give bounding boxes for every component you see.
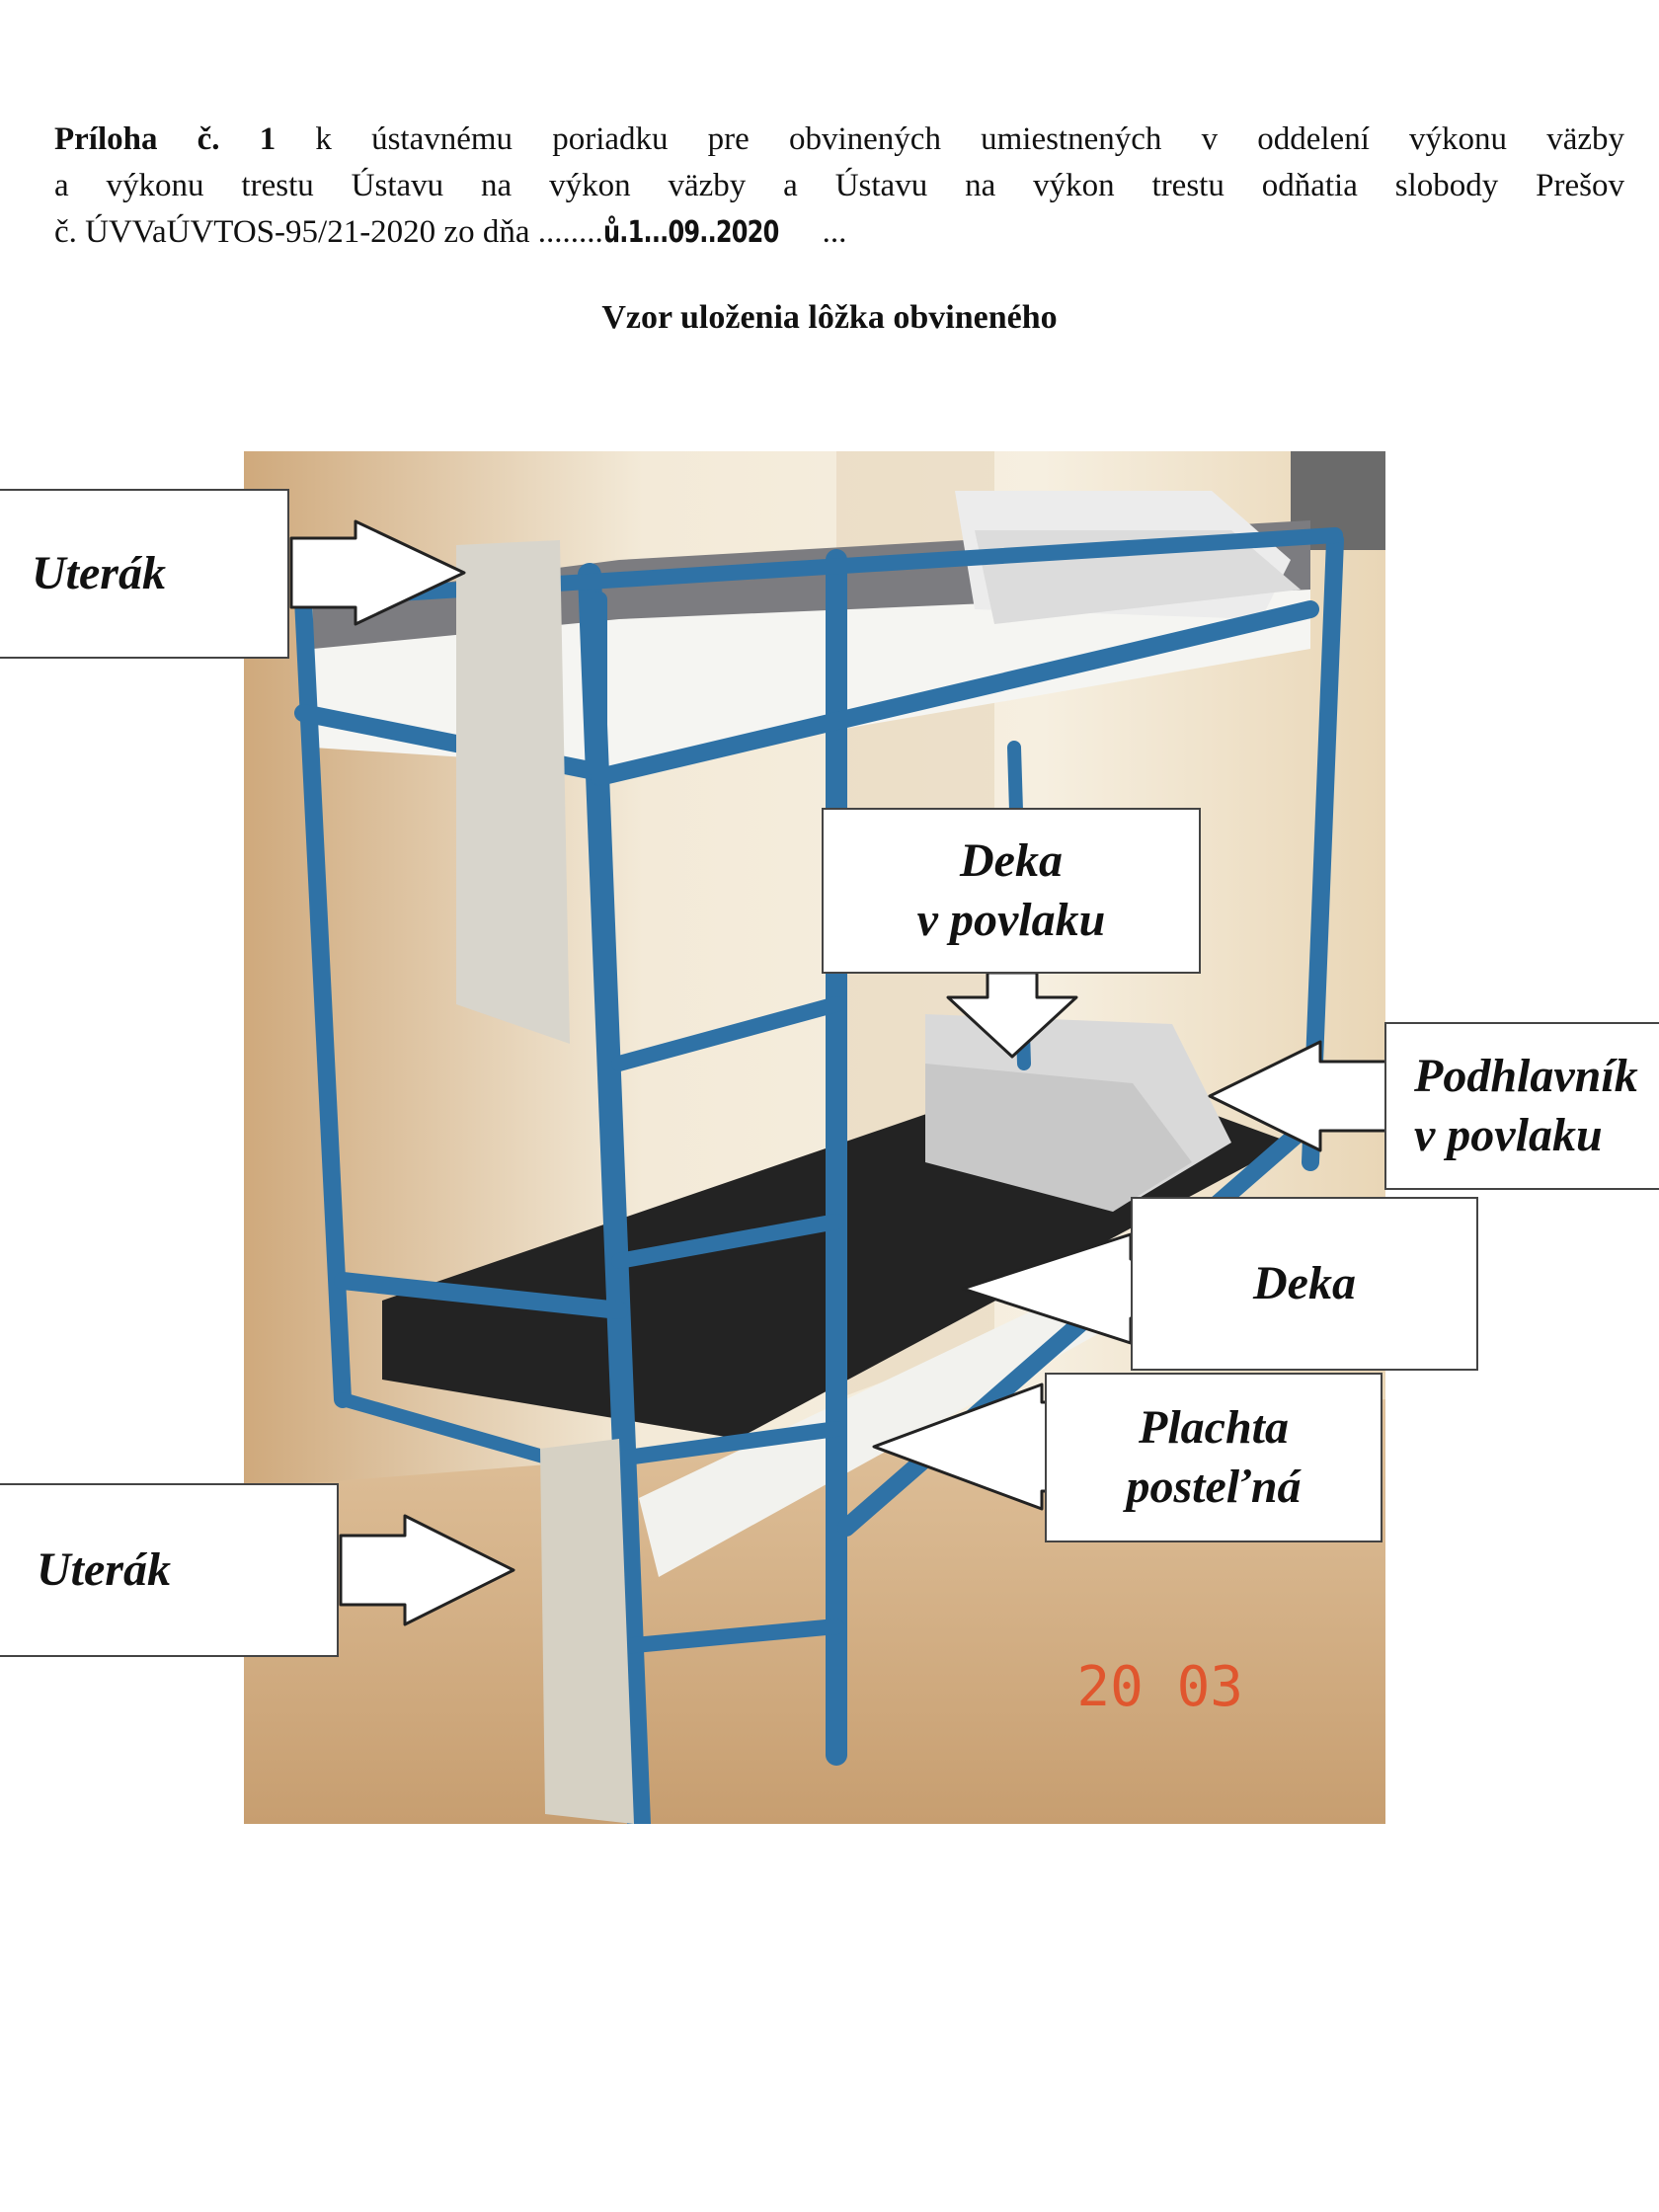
label-blanket-in-cover-line1: Deka (960, 834, 1063, 887)
label-blanket-in-cover: Deka v povlaku (822, 808, 1201, 974)
photo-date-stamp: 20 03 (1076, 1655, 1243, 1719)
top-towel-shape (456, 540, 570, 1044)
label-pillow-in-cover: Podhlavník v povlaku (1384, 1022, 1659, 1190)
label-towel-top: Uterák (0, 489, 289, 659)
header-line-1: Príloha č. 1 k ústavnému poriadku pre ob… (54, 117, 1624, 163)
label-towel-top-text: Uterák (32, 547, 166, 599)
bottom-towel-shape (540, 1439, 634, 1824)
label-sheet-line2: posteľná (1126, 1461, 1302, 1513)
label-pillow-line1: Podhlavník (1414, 1050, 1638, 1102)
label-towel-bottom: Uterák (0, 1483, 339, 1657)
annex-label: Príloha č. 1 (54, 121, 276, 157)
bunk-bed-photo: 20 03 (244, 451, 1385, 1824)
header-line-3: č. ÚVVaÚVTOS-95/21-2020 zo dňa ........ů… (54, 209, 1624, 256)
header-line-3-end: ... (822, 214, 847, 250)
header-line-2: a výkonu trestu Ústavu na výkon väzby a … (54, 168, 1624, 203)
label-towel-bottom-text: Uterák (37, 1543, 171, 1596)
label-sheet-line1: Plachta (1139, 1401, 1289, 1454)
page-title: Vzor uloženia lôžka obvineného (601, 299, 1058, 336)
bottom-pillow-2 (925, 1064, 1192, 1212)
header-line-1-text: k ústavnému poriadku pre obvinených umie… (276, 121, 1624, 157)
label-pillow-line2: v povlaku (1414, 1109, 1603, 1161)
header-line-3-text: č. ÚVVaÚVTOS-95/21-2020 zo dňa ........ (54, 214, 603, 250)
label-blanket-text: Deka (1253, 1257, 1356, 1309)
header-text: Príloha č. 1 k ústavnému poriadku pre ob… (54, 117, 1624, 256)
label-sheet: Plachta posteľná (1045, 1373, 1382, 1542)
label-blanket-in-cover-line2: v povlaku (916, 894, 1106, 946)
label-blanket: Deka (1131, 1197, 1478, 1371)
handwritten-date: ů.1...09..2020 (602, 215, 779, 250)
